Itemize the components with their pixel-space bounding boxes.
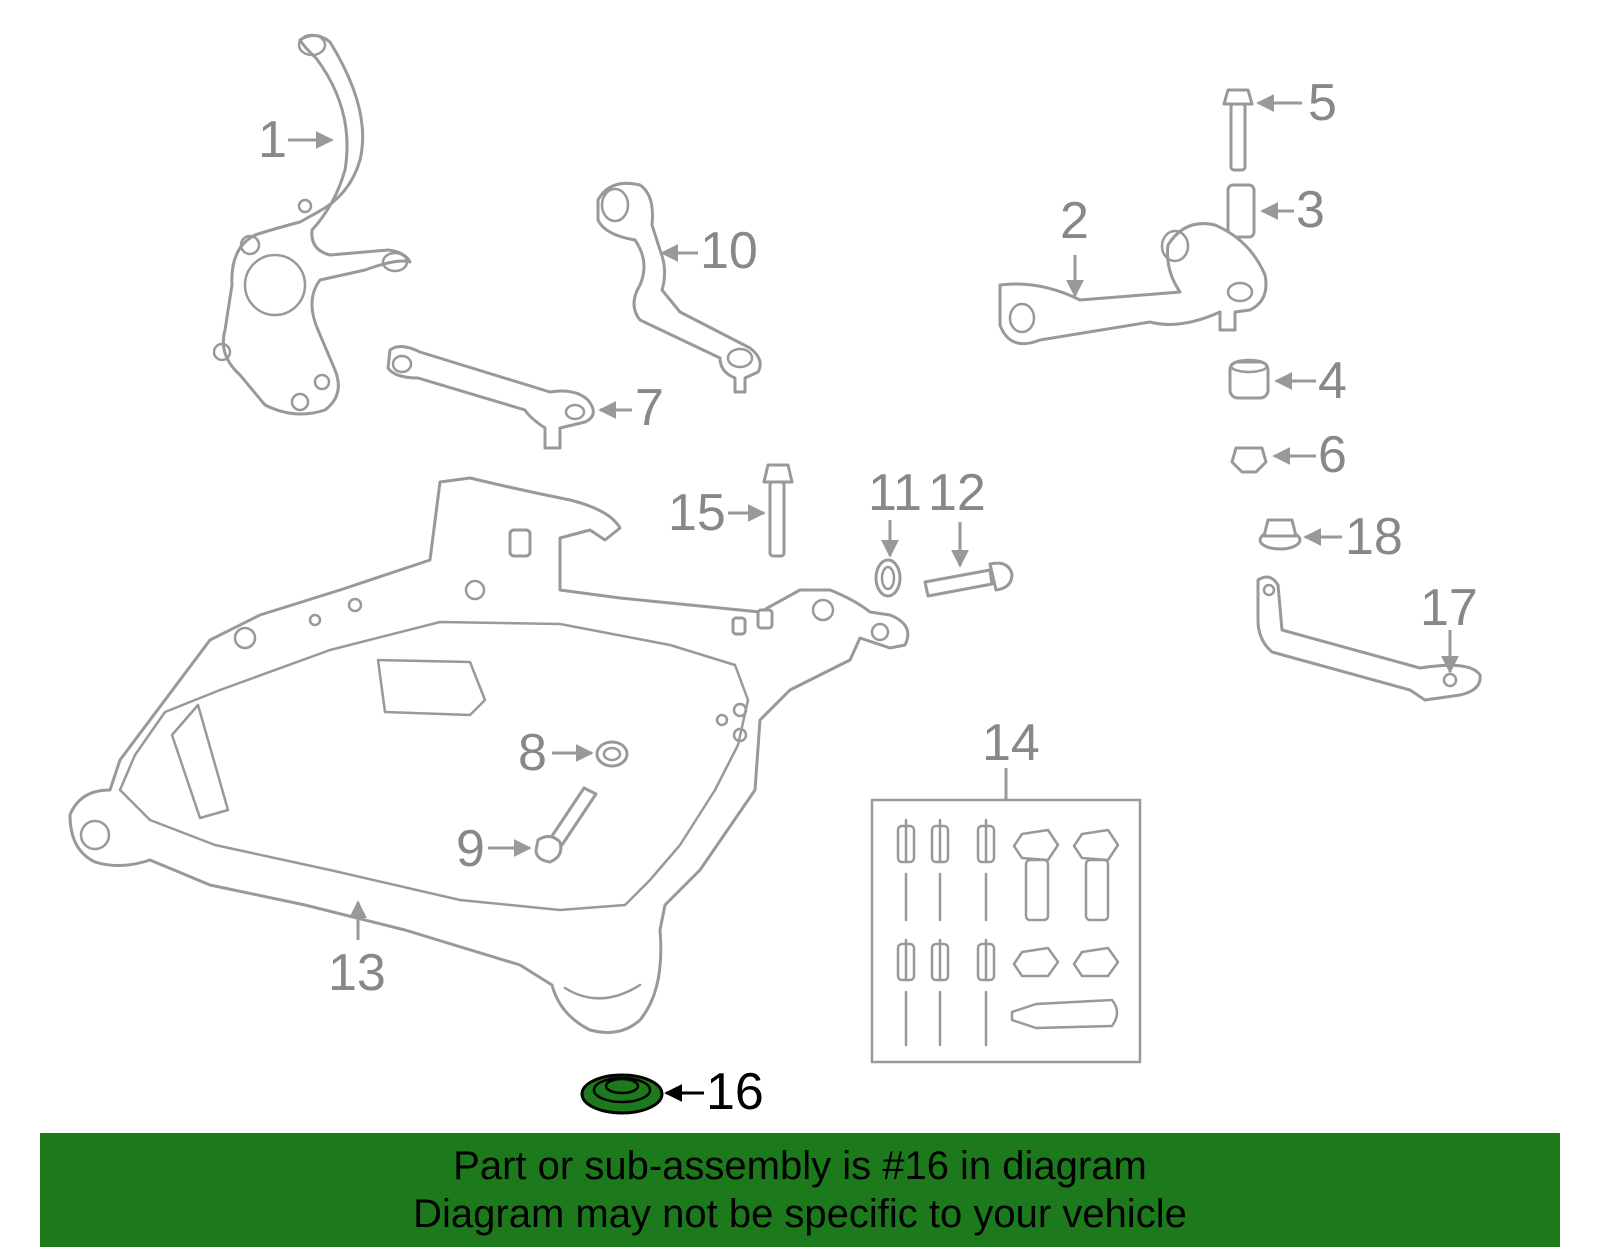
callout-2-label: 2 xyxy=(1060,192,1089,250)
callout-11: 11 xyxy=(868,464,922,558)
callout-3: 3 xyxy=(1260,181,1325,239)
info-banner: Part or sub-assembly is #16 in diagram D… xyxy=(40,1133,1560,1247)
part-1-knuckle xyxy=(212,33,412,416)
part-18-nut xyxy=(1258,518,1302,551)
callout-14-label: 14 xyxy=(982,714,1040,772)
callout-9-label: 9 xyxy=(456,820,485,878)
callout-16-label: 16 xyxy=(706,1063,764,1121)
part-16-mount-highlighted xyxy=(580,1073,664,1115)
part-17-link xyxy=(1256,575,1482,702)
callout-3-label: 3 xyxy=(1296,181,1325,239)
part-15-bolt xyxy=(762,463,794,558)
callout-15: 15 xyxy=(668,484,766,542)
part-4-bushing xyxy=(1228,358,1270,400)
callout-7: 7 xyxy=(598,379,664,437)
part-8-washer xyxy=(595,740,629,768)
callout-10-label: 10 xyxy=(700,222,758,280)
callout-13-label: 13 xyxy=(328,944,386,1002)
part-5-bolt xyxy=(1222,88,1254,172)
callout-7-label: 7 xyxy=(635,379,664,437)
banner-line-2: Diagram may not be specific to your vehi… xyxy=(413,1192,1187,1236)
callout-5: 5 xyxy=(1256,74,1337,132)
callout-6: 6 xyxy=(1272,426,1347,484)
callout-9: 9 xyxy=(456,820,532,878)
part-6-nut xyxy=(1230,446,1268,474)
callout-12: 12 xyxy=(928,464,986,568)
callout-13: 13 xyxy=(328,900,386,1002)
banner-line-1: Part or sub-assembly is #16 in diagram xyxy=(453,1144,1147,1188)
callout-4: 4 xyxy=(1274,352,1347,410)
part-12-bolt xyxy=(923,561,1014,598)
part-9-bolt xyxy=(534,786,598,864)
part-3-bushing xyxy=(1226,183,1256,239)
callout-5-label: 5 xyxy=(1308,74,1337,132)
callout-11-label: 11 xyxy=(868,464,922,522)
part-14-hardware-kit xyxy=(870,798,1142,1064)
callout-8: 8 xyxy=(518,724,594,782)
callout-17: 17 xyxy=(1420,579,1478,674)
part-10-arm xyxy=(596,181,762,394)
callout-1-label: 1 xyxy=(258,111,287,169)
callout-12-label: 12 xyxy=(928,464,986,522)
callout-1: 1 xyxy=(258,111,334,169)
callout-10: 10 xyxy=(660,222,758,280)
part-7-link xyxy=(386,345,595,450)
callout-15-label: 15 xyxy=(668,484,726,542)
part-13-subframe xyxy=(68,476,910,1034)
callout-18-label: 18 xyxy=(1345,508,1403,566)
part-11-washer xyxy=(874,558,902,598)
part-2-control-arm xyxy=(998,222,1268,346)
callout-16: 16 xyxy=(664,1063,764,1121)
callout-6-label: 6 xyxy=(1318,426,1347,484)
callout-17-label: 17 xyxy=(1420,579,1478,637)
callout-8-label: 8 xyxy=(518,724,547,782)
callout-2: 2 xyxy=(1060,192,1089,298)
callout-18: 18 xyxy=(1303,508,1403,566)
callout-14: 14 xyxy=(982,714,1040,800)
callout-4-label: 4 xyxy=(1318,352,1347,410)
